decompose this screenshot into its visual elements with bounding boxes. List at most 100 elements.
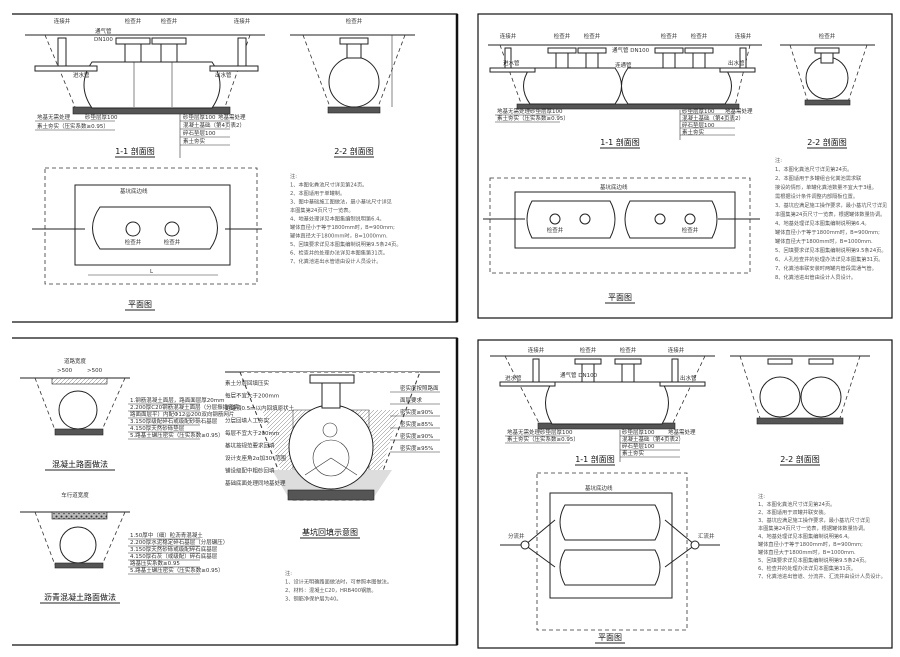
label: 连通管 [615, 61, 632, 69]
note-line: 罐体直径大于1800mm时，B=1000mm. [290, 232, 388, 240]
label: 连接井 [735, 32, 752, 40]
asphalt-road-detail: 车行道宽度 1.50厚中（细）粒沥青混凝土2.200厚水泥稳定碎石基层（分层碾压… [20, 491, 228, 604]
layer-label: 2.200厚C20钢筋混凝土面层（分层振捣密实， [130, 403, 245, 411]
label: 地基需处理 [218, 113, 246, 121]
sheet-border [477, 13, 893, 319]
note-line: 本图集第24页尺寸一览表。 [290, 206, 354, 214]
label: 碎石垫层100 [183, 129, 216, 137]
note-line: 4、地基处理详见本图集编制说明第6.4。 [758, 532, 853, 540]
notes: 注:1、本图化粪池尺寸详见第24页。2、本图适用于双罐并联安装。3、基坑应满足施… [758, 492, 886, 580]
label: 检查井 [691, 32, 708, 40]
layer-label: 3.150厚级配碎石或级配砂砾石基层 [130, 417, 218, 425]
notes: 注:1、本图化粪池尺寸详见第24页。2、本图适用于单罐制。3、图中基础施工图做法… [290, 172, 402, 265]
label-vent-size: DN100 [94, 37, 113, 43]
label: 车行道宽度 [61, 491, 89, 499]
layer-label: 素土分层回填压实 [225, 379, 270, 387]
note-line: 注: [290, 172, 297, 180]
sheet-parallel-tanks: 连接井 检查井 检查井 连接井 通气管 DN100 进水管 出水管 地基无需处理… [477, 339, 893, 649]
layer-label: 4.150厚石灰（或级配）碎石底基层 [130, 552, 218, 560]
layer-label: 基础底面处理同地基处理 [225, 479, 286, 487]
note-line: 罐体直径小于等于1800mm时，B=900mm; [775, 228, 880, 236]
manhole-2 [160, 43, 178, 63]
title-section-2-2: 2-2 剖面图 [334, 146, 374, 156]
label: 砂垫层厚100 [183, 113, 216, 121]
layer-label: 密实度≥95% [400, 444, 433, 452]
label: 检查井 [584, 32, 601, 40]
layer-label: 铺设级配中粗砂回填 [225, 467, 275, 475]
note-line: 注: [285, 569, 292, 577]
label: 混凝土基础（第4页表2） [622, 435, 684, 443]
layer-label: 1.50厚中（细）粒沥青混凝土 [130, 531, 203, 539]
label: 检查井 [125, 238, 142, 246]
title-backfill: 基坑回填示意图 [302, 527, 358, 537]
title-section-1-1: 1-1 剖面图 [575, 454, 615, 464]
layer-label: 4.150厚天然砂砾垫层 [130, 424, 185, 432]
section-1-1: 连接井 检查井 检查井 连接井 通气管 DN100 进水管 出水管 地基无需处理… [490, 346, 715, 466]
title-plan: 平面图 [598, 633, 622, 642]
label: 连接井 [500, 32, 517, 40]
note-line: 4、地基处理详见本图集编制说明第6.4。 [775, 219, 870, 227]
title-section-2-2: 2-2 剖面图 [807, 137, 847, 147]
layer-label: 密实度≥90% [400, 432, 433, 440]
note-line: 罐体直径小于等于1800mm时，B=900mm; [758, 540, 863, 548]
note-line: 罐体直径大于1800mm时，B=1000mm. [775, 237, 873, 245]
label: 基坑底边线 [120, 187, 148, 195]
label: 地基需处理 [668, 428, 696, 436]
note-line: 3、基坑应满足施工操作要求，最小基坑尺寸详见 [758, 516, 870, 524]
backfill-detail: 素土分层回填压实每层不宜大于200mm距罐顶0.5m以内回填原状土分层回填人工夯… [225, 371, 440, 539]
plan-view: 基坑底边线 检查井 检查井 平面图 [483, 177, 760, 304]
section-1-1: 连接井 检查井 检查井 检查井 检查井 连接井 通气管 DN100 连通管 进水… [488, 32, 762, 149]
layer-label: 面层要求 [400, 396, 423, 404]
note-line: 2、本图适用于多罐组合化粪池需求联 [775, 174, 861, 182]
title-section-1-1: 1-1 剖面图 [600, 137, 640, 147]
label: 素土夯实 [622, 449, 645, 457]
note-line: 6、人孔检查井的处理办法详见本图集第31页。 [775, 255, 883, 263]
label: 检查井 [554, 32, 571, 40]
note-line: 7、化粪池进出管道、分流井、汇流井由设计人员设计。 [758, 572, 886, 580]
sheet-border [477, 339, 893, 649]
label: 检查井 [682, 226, 699, 234]
sheet-road-and-backfill: 道路宽度 >500 >500 1.钢筋混凝土面层，路面面层厚20mm2.200厚… [12, 337, 459, 646]
note-line: 本图集第24页尺寸一览表，根据罐体数量协调。 [775, 210, 885, 218]
layer-labels-right: 砂垫层厚100 混凝土基础（第4页表2） 碎石垫层100 素土夯实 地基需处理 [179, 113, 246, 158]
label: 出水管 [728, 59, 745, 67]
label: 检查井 [819, 32, 836, 40]
label: 地基无需处理 [497, 107, 531, 115]
note-line: 2、材料：混凝土C20，HRB400钢筋。 [285, 586, 377, 594]
label: 连接井 [668, 346, 685, 354]
layer-label: 3.150厚天然砂砾或级配碎石底基层 [130, 545, 218, 553]
layer-label: 2.200厚水泥稳定碎石基层（分层碾压） [130, 538, 228, 546]
label: 混凝土基础（第4页表2） [682, 114, 744, 122]
label: 砂垫层厚100 [622, 428, 655, 436]
label: 地基需处理 [725, 107, 753, 115]
label: 连接井 [528, 346, 545, 354]
label: 通气管 DN100 [612, 46, 650, 54]
label: >500 [87, 368, 103, 374]
section-2-2: 2-2 剖面图 [730, 355, 870, 466]
note-line: 注: [775, 156, 782, 164]
note-line: 6、检查井的处理办法详见本图集第31页。 [758, 564, 856, 572]
layer-label: 距罐顶0.5m以内回填原状土 [225, 404, 295, 412]
label: 检查井 [164, 238, 181, 246]
note-line: 5、回填要求详见本图集编制说明第9.5条24页。 [758, 556, 870, 564]
label: 素土夯实 [183, 137, 206, 145]
note-line: 5、回填要求详见本图集编制说明第9.5条24页。 [290, 240, 402, 248]
label-outlet: 出水管 [215, 71, 232, 79]
label: 分流井 [508, 532, 525, 540]
note-line: 8、化粪池进出管由设计人员设计。 [775, 273, 856, 281]
note-line: 注: [758, 492, 765, 500]
note-line: 1、设计无明确路面做法时，可参照本图做法。 [285, 578, 392, 586]
sheet-single-tank: 连接井 检查井 检查井 连接井 通气管 DN100 进水管 出水管 地基无需处理… [12, 13, 459, 323]
layer-label: 每层不宜大于200mm [225, 392, 279, 400]
layer-label: 路面面层平）内配Φ12@200双向钢筋网片 [130, 410, 234, 418]
label: 基坑底边线 [600, 183, 628, 191]
note-line: 3、钢筋净保护层为40。 [285, 595, 342, 603]
label: 检查井 [620, 346, 637, 354]
label: 素土夯实（压实系数≥0.95） [37, 122, 109, 130]
label: 道路宽度 [64, 357, 87, 365]
label: 出水管 [680, 374, 697, 382]
note-line: 2、本图适用于单罐制。 [290, 189, 345, 197]
title-asphalt-road: 沥青混凝土路面做法 [44, 592, 116, 602]
note-line: 2、本图适用于双罐并联安装。 [758, 508, 829, 516]
label: 进水管 [503, 59, 520, 67]
